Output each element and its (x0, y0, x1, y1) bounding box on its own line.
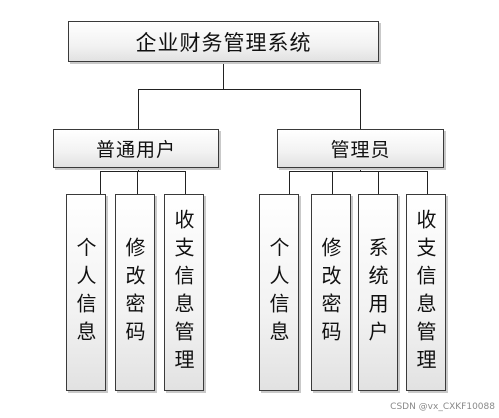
connector-root-stem (223, 62, 224, 89)
leaf-label: 个人信息 (266, 236, 290, 349)
connector-to-group-2 (360, 89, 361, 129)
connector-group-1-bar (100, 171, 186, 172)
leaf-label: 修改密码 (318, 236, 342, 349)
connector-leaf-1-1 (100, 171, 101, 194)
connector-group-2-stem (360, 169, 361, 171)
connector-root-bar (138, 89, 360, 90)
connector-group-1-stem (138, 169, 139, 171)
group-node-regular-user: 普通用户 (53, 129, 219, 168)
leaf-node: 个人信息 (66, 194, 106, 391)
leaf-label: 修改密码 (122, 236, 146, 349)
connector-leaf-2-1 (289, 171, 290, 194)
leaf-label: 收支信息管理 (413, 208, 437, 377)
connector-to-group-1 (138, 89, 139, 129)
leaf-label: 系统用户 (365, 236, 389, 349)
leaf-node: 收支信息管理 (164, 194, 204, 391)
connector-leaf-2-2 (332, 171, 333, 194)
watermark-text: CSDN @vx_CXKF10088 (390, 402, 495, 412)
leaf-node: 修改密码 (311, 194, 351, 391)
leaf-node: 系统用户 (358, 194, 398, 391)
group-node-admin: 管理员 (277, 129, 444, 168)
connector-group-2-bar (289, 171, 427, 172)
connector-leaf-1-3 (185, 171, 186, 194)
root-label: 企业财务管理系统 (135, 30, 312, 55)
group-label: 管理员 (330, 139, 391, 161)
leaf-label: 个人信息 (73, 236, 97, 349)
leaf-node: 修改密码 (115, 194, 155, 391)
leaf-node: 个人信息 (259, 194, 299, 391)
connector-leaf-1-2 (137, 171, 138, 194)
connector-leaf-2-3 (378, 171, 379, 194)
connector-leaf-2-4 (427, 171, 428, 194)
leaf-label: 收支信息管理 (171, 208, 195, 377)
group-label: 普通用户 (95, 139, 176, 161)
root-node: 企业财务管理系统 (68, 21, 379, 62)
leaf-node: 收支信息管理 (406, 194, 446, 391)
